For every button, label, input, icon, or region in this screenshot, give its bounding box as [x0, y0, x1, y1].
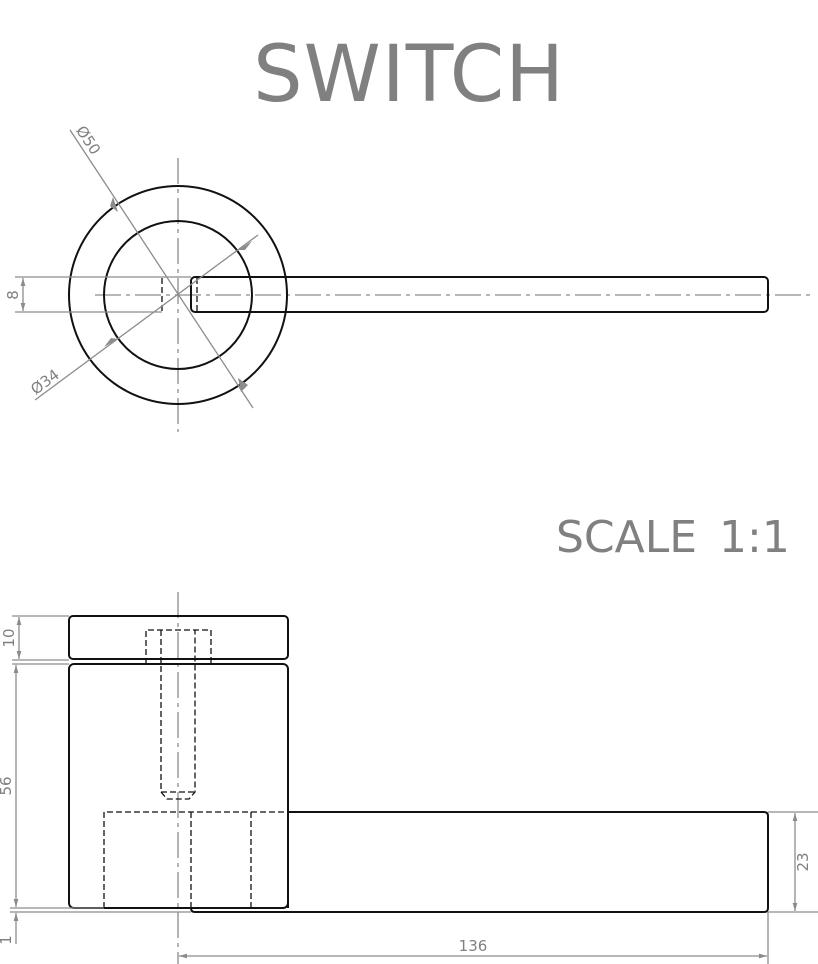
outer-rosette-circle: [68, 185, 288, 405]
screw-head-hidden: [145, 629, 212, 664]
screw-shank-hidden: [160, 630, 196, 800]
dim-1-text: 1: [0, 935, 15, 945]
dim-56-text: 56: [0, 776, 15, 795]
top-view: 8 Ø50 Ø34: [4, 122, 815, 432]
boss-hidden-outline: [103, 811, 288, 908]
dim-o50-leader: [69, 129, 254, 409]
dim-23-text: 23: [794, 852, 812, 871]
dim-o50-arrow-bottom: [238, 378, 248, 392]
inner-rosette-circle: [103, 220, 253, 370]
dim-o34-arrow-bottom: [104, 338, 118, 347]
lever-plan-outline: [190, 276, 769, 313]
rosette-cap: [68, 615, 289, 660]
dim-o34-leader: [34, 234, 259, 401]
scale-label: SCALE 1:1: [556, 512, 790, 563]
dim-o34-arrow-top: [238, 241, 252, 250]
dim-o34-text: Ø34: [27, 366, 63, 399]
drawing-title: SWITCH: [253, 30, 565, 120]
rosette-body: [68, 663, 289, 909]
dim-10-text: 10: [0, 628, 18, 647]
dim-136-text: 136: [459, 937, 488, 955]
dim-8-text: 8: [4, 290, 22, 300]
side-view: 10 56 1 23 136: [0, 592, 818, 964]
lever-side-outline: [190, 811, 769, 913]
dim-o50-arrow-top: [110, 197, 118, 212]
